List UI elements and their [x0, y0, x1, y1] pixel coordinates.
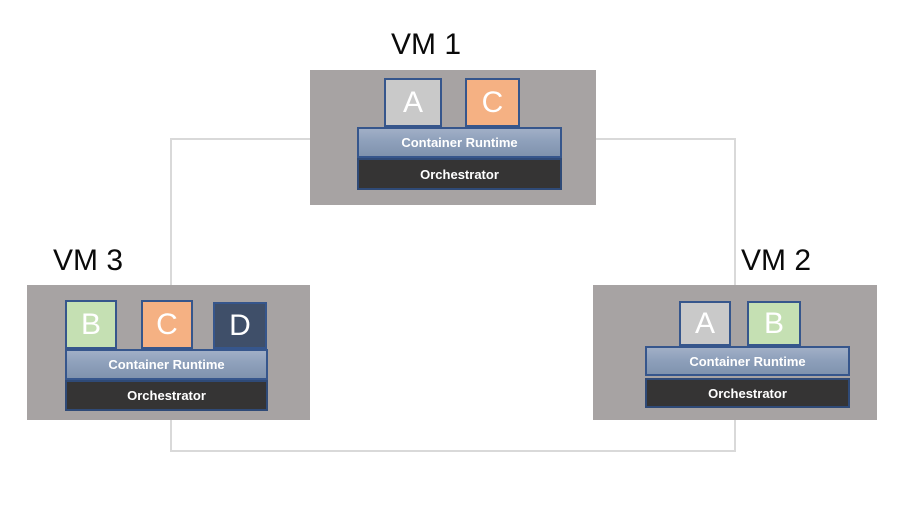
vm3-orchestrator: Orchestrator	[65, 380, 268, 411]
vm3-container-runtime: Container Runtime	[65, 349, 268, 380]
vm2-title: VM 2	[741, 244, 812, 277]
vm1-container-runtime: Container Runtime	[357, 127, 562, 158]
container-label: C	[156, 307, 178, 341]
vm2-container-runtime: Container Runtime	[645, 346, 850, 376]
vm2-container-a: A	[679, 301, 731, 346]
container-label: A	[694, 306, 715, 340]
container-label: B	[80, 307, 101, 341]
container-label: D	[229, 308, 251, 342]
vm3-container-c: C	[141, 300, 193, 349]
container-label: C	[481, 85, 504, 119]
container-label: A	[402, 85, 423, 119]
vm3-title: VM 3	[53, 244, 124, 277]
vm3-container-d: D	[213, 302, 267, 349]
vm3-container-b: B	[65, 300, 117, 349]
container-label: B	[763, 306, 784, 340]
vm1-container-c: C	[465, 78, 520, 127]
vm2-orchestrator: Orchestrator	[645, 378, 850, 408]
vm1-container-a: A	[384, 78, 442, 127]
vm2-container-b: B	[747, 301, 801, 346]
vm3-box: B C D Container Runtime Orchestrator	[27, 285, 310, 420]
vm1-box: A C Container Runtime Orchestrator	[310, 70, 596, 205]
vm2-box: A B Container Runtime Orchestrator	[593, 285, 877, 420]
vm1-orchestrator: Orchestrator	[357, 158, 562, 190]
vm1-title: VM 1	[391, 28, 462, 61]
